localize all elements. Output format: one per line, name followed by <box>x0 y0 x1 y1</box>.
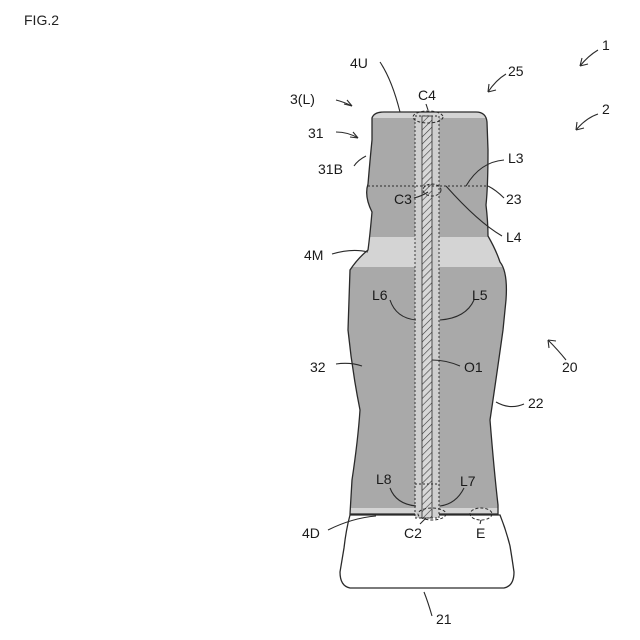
leader-22 <box>496 402 524 407</box>
ref-C4: C4 <box>418 87 436 103</box>
leader-23 <box>488 186 504 198</box>
ref-L4: L4 <box>506 229 522 245</box>
leader-21 <box>424 592 432 616</box>
leader-4U <box>380 62 400 112</box>
leader-2 <box>576 114 598 130</box>
ref-20: 20 <box>562 359 578 375</box>
leader-C4 <box>426 104 428 110</box>
ref-L6: L6 <box>372 287 388 303</box>
ref-E: E <box>476 525 485 541</box>
ref-22: 22 <box>528 395 544 411</box>
bottle-bottom-part <box>340 515 514 588</box>
ref-L7: L7 <box>460 473 476 489</box>
ref-25: 25 <box>508 63 524 79</box>
ref-4U: 4U <box>350 55 368 71</box>
ref-4D: 4D <box>302 525 320 541</box>
ref-1: 1 <box>602 37 610 53</box>
ref-C3: C3 <box>394 191 412 207</box>
ref-31B: 31B <box>318 161 343 177</box>
ref-31: 31 <box>308 125 324 141</box>
ref-L3: L3 <box>508 150 524 166</box>
leader-25 <box>488 74 506 92</box>
leader-1 <box>580 50 598 66</box>
overlap-hatched-strip <box>422 116 432 518</box>
ref-2: 2 <box>602 101 610 117</box>
ref-23: 23 <box>506 191 522 207</box>
ref-L5: L5 <box>472 287 488 303</box>
leader-4M <box>332 250 368 254</box>
ref-4M: 4M <box>304 247 323 263</box>
ref-21: 21 <box>436 611 452 627</box>
ref-O1: O1 <box>464 359 483 375</box>
leader-31B <box>354 156 366 166</box>
ref-C2: C2 <box>404 525 422 541</box>
ref-32: 32 <box>310 359 326 375</box>
ref-3L: 3(L) <box>290 91 315 107</box>
ref-L8: L8 <box>376 471 392 487</box>
leader-20 <box>548 340 566 360</box>
